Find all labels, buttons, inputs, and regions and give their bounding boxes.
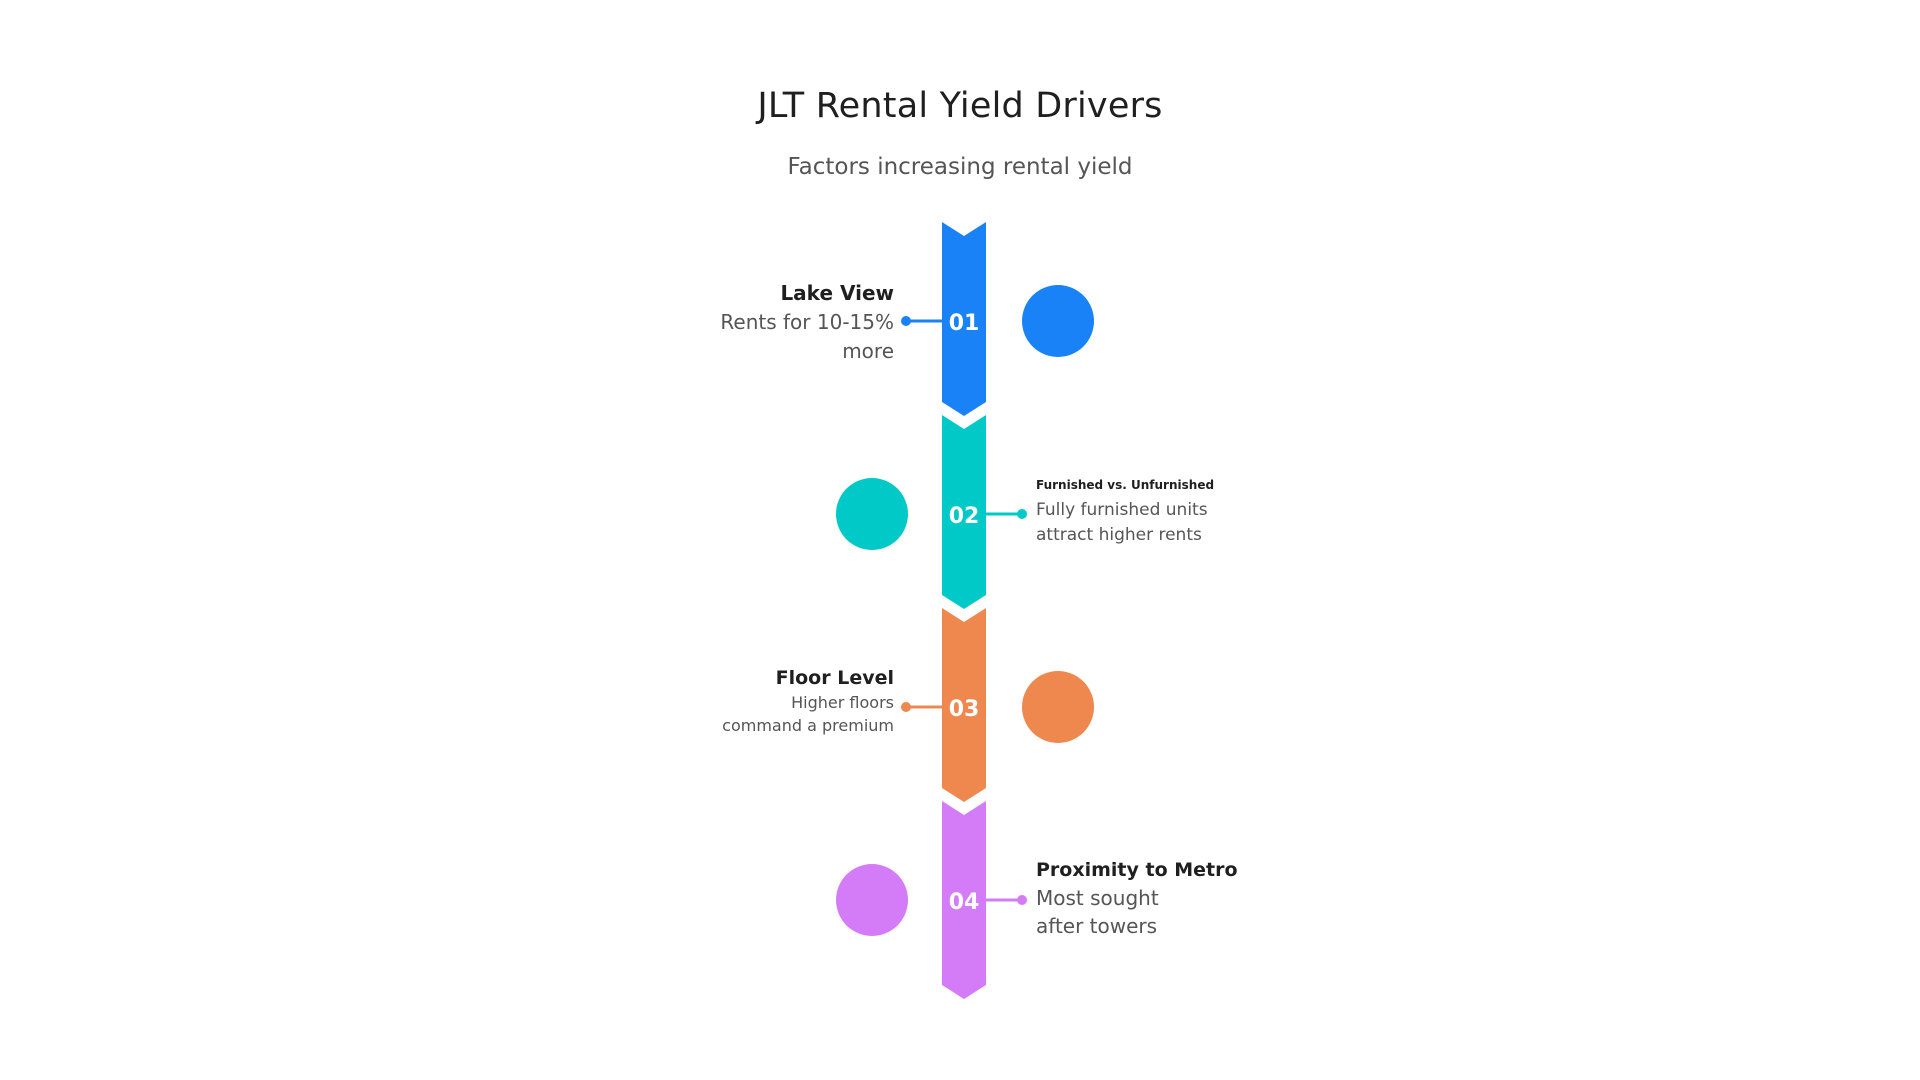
marker-circle-03 [1022, 671, 1094, 743]
step-desc-02-line2: attract higher rents [1036, 525, 1202, 545]
step-label-04: Proximity to Metro Most sought after tow… [1036, 857, 1276, 940]
segment-04 [942, 801, 986, 999]
step-desc-01-line1: Rents for 10-15% [720, 310, 894, 334]
step-title-04: Proximity to Metro [1036, 859, 1238, 881]
diagram-subtitle: Factors increasing rental yield [787, 154, 1133, 180]
connector-dot-01 [901, 316, 911, 326]
step-number-02: 02 [949, 504, 980, 529]
connector-dot-04 [1017, 895, 1027, 905]
segment-01 [942, 222, 986, 416]
step-desc-02: Fully furnished units attract higher ren… [1036, 498, 1276, 548]
step-desc-02-line1: Fully furnished units [1036, 500, 1208, 520]
diagram-title: JLT Rental Yield Drivers [757, 86, 1163, 126]
marker-circle-04 [836, 864, 908, 936]
step-number-04: 04 [949, 890, 980, 915]
step-label-02: Furnished vs. Unfurnished Fully furnishe… [1036, 476, 1276, 548]
step-desc-03-line1: Higher floors [791, 693, 894, 712]
step-desc-01-line2: more [842, 339, 894, 363]
step-desc-03: Higher floors command a premium [654, 691, 894, 737]
step-number-03: 03 [949, 697, 980, 722]
step-number-01: 01 [949, 311, 980, 336]
step-desc-04-line1: Most sought [1036, 886, 1159, 910]
step-label-03: Floor Level Higher floors command a prem… [654, 665, 894, 737]
step-title-03: Floor Level [775, 667, 894, 689]
step-desc-04-line2: after towers [1036, 914, 1158, 938]
step-desc-04: Most sought after towers [1036, 884, 1276, 940]
marker-circle-01 [1022, 285, 1094, 357]
step-title-02: Furnished vs. Unfurnished [1036, 478, 1215, 492]
step-title-01: Lake View [780, 281, 894, 305]
connector-dot-03 [901, 702, 911, 712]
step-desc-01: Rents for 10-15% more [654, 308, 894, 366]
step-desc-03-line2: command a premium [722, 716, 894, 735]
connector-dot-02 [1017, 509, 1027, 519]
segment-02 [942, 415, 986, 609]
segment-03 [942, 608, 986, 802]
step-label-01: Lake View Rents for 10-15% more [654, 279, 894, 366]
marker-circle-02 [836, 478, 908, 550]
